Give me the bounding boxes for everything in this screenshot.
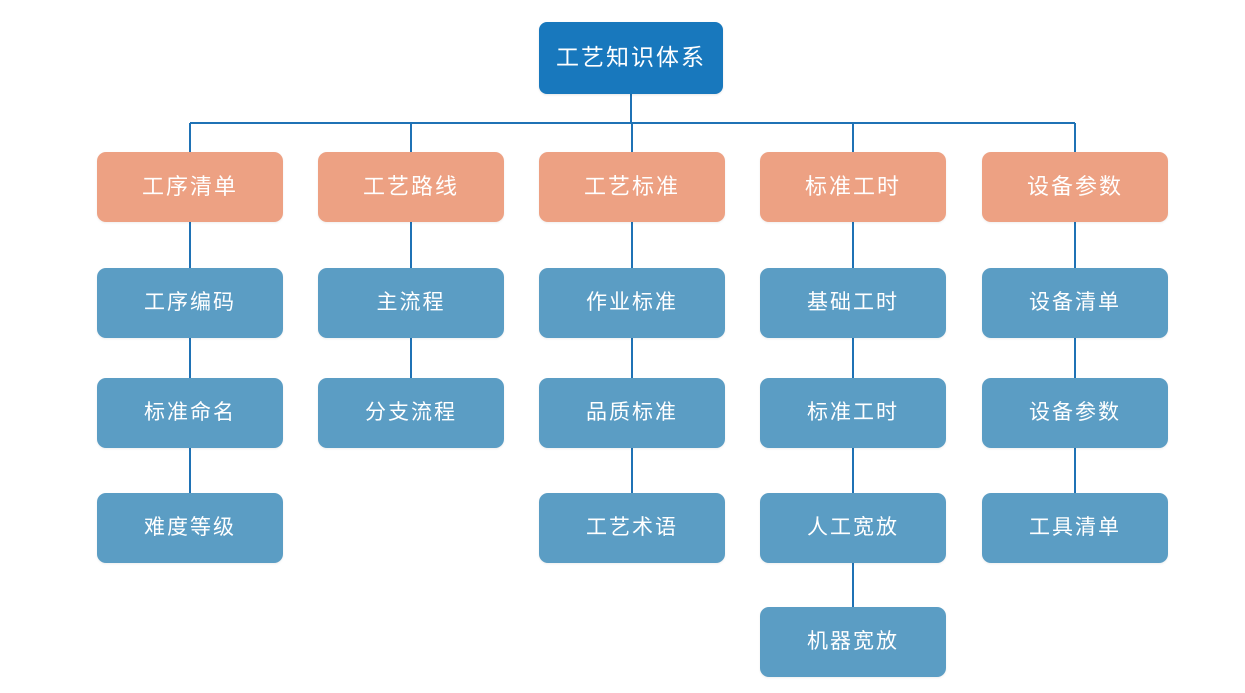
leaf-node-4-3[interactable]: 人工宽放 — [760, 493, 946, 563]
root-node[interactable]: 工艺知识体系 — [539, 22, 723, 94]
branch-node-1-label: 工序清单 — [141, 173, 238, 199]
leaf-node-5-2-label: 设备参数 — [1029, 401, 1121, 425]
leaf-node-4-2[interactable]: 标准工时 — [760, 378, 946, 448]
leaf-node-3-2[interactable]: 品质标准 — [539, 378, 725, 448]
branch-node-2[interactable]: 工艺路线 — [318, 152, 504, 222]
branch-drop-connector-5 — [1074, 123, 1076, 152]
child-connector-4-1 — [852, 222, 854, 268]
child-connector-3-1 — [631, 222, 633, 268]
leaf-node-3-3[interactable]: 工艺术语 — [539, 493, 725, 563]
child-connector-1-1 — [189, 222, 191, 268]
leaf-node-1-2-label: 标准命名 — [144, 401, 236, 425]
branch-node-2-label: 工艺路线 — [362, 173, 459, 199]
leaf-node-5-3[interactable]: 工具清单 — [982, 493, 1168, 563]
branch-node-5[interactable]: 设备参数 — [982, 152, 1168, 222]
branch-node-5-label: 设备参数 — [1026, 173, 1123, 199]
child-connector-3-3 — [631, 448, 633, 493]
child-connector-5-3 — [1074, 448, 1076, 493]
leaf-node-1-2[interactable]: 标准命名 — [97, 378, 283, 448]
leaf-node-2-2[interactable]: 分支流程 — [318, 378, 504, 448]
branch-node-4-label: 标准工时 — [804, 173, 901, 199]
leaf-node-4-1[interactable]: 基础工时 — [760, 268, 946, 338]
leaf-node-2-1-label: 主流程 — [376, 291, 446, 315]
root-node-label: 工艺知识体系 — [556, 44, 706, 71]
child-connector-4-2 — [852, 338, 854, 378]
leaf-node-3-1-label: 作业标准 — [586, 291, 678, 315]
child-connector-5-2 — [1074, 338, 1076, 378]
leaf-node-3-2-label: 品质标准 — [586, 401, 678, 425]
branch-node-4[interactable]: 标准工时 — [760, 152, 946, 222]
child-connector-2-1 — [410, 222, 412, 268]
branch-drop-connector-1 — [189, 123, 191, 152]
leaf-node-5-1[interactable]: 设备清单 — [982, 268, 1168, 338]
leaf-node-4-3-label: 人工宽放 — [807, 516, 899, 540]
leaf-node-3-1[interactable]: 作业标准 — [539, 268, 725, 338]
leaf-node-5-1-label: 设备清单 — [1029, 291, 1121, 315]
branch-node-3[interactable]: 工艺标准 — [539, 152, 725, 222]
leaf-node-2-2-label: 分支流程 — [365, 401, 457, 425]
leaf-node-1-3[interactable]: 难度等级 — [97, 493, 283, 563]
leaf-node-2-1[interactable]: 主流程 — [318, 268, 504, 338]
leaf-node-4-1-label: 基础工时 — [807, 291, 899, 315]
leaf-node-4-2-label: 标准工时 — [807, 401, 899, 425]
leaf-node-1-1[interactable]: 工序编码 — [97, 268, 283, 338]
child-connector-1-3 — [189, 448, 191, 493]
branch-node-1[interactable]: 工序清单 — [97, 152, 283, 222]
leaf-node-4-4-label: 机器宽放 — [807, 630, 899, 654]
child-connector-4-4 — [852, 563, 854, 607]
leaf-node-1-1-label: 工序编码 — [144, 291, 236, 315]
leaf-node-5-3-label: 工具清单 — [1029, 516, 1121, 540]
branch-drop-connector-3 — [631, 123, 633, 152]
leaf-node-4-4[interactable]: 机器宽放 — [760, 607, 946, 677]
leaf-node-1-3-label: 难度等级 — [144, 516, 236, 540]
branch-node-3-label: 工艺标准 — [583, 173, 680, 199]
child-connector-5-1 — [1074, 222, 1076, 268]
branch-drop-connector-4 — [852, 123, 854, 152]
leaf-node-5-2[interactable]: 设备参数 — [982, 378, 1168, 448]
child-connector-2-2 — [410, 338, 412, 378]
child-connector-4-3 — [852, 448, 854, 493]
leaf-node-3-3-label: 工艺术语 — [586, 516, 678, 540]
child-connector-3-2 — [631, 338, 633, 378]
branch-drop-connector-2 — [410, 123, 412, 152]
child-connector-1-2 — [189, 338, 191, 378]
root-stem-connector — [630, 94, 632, 123]
